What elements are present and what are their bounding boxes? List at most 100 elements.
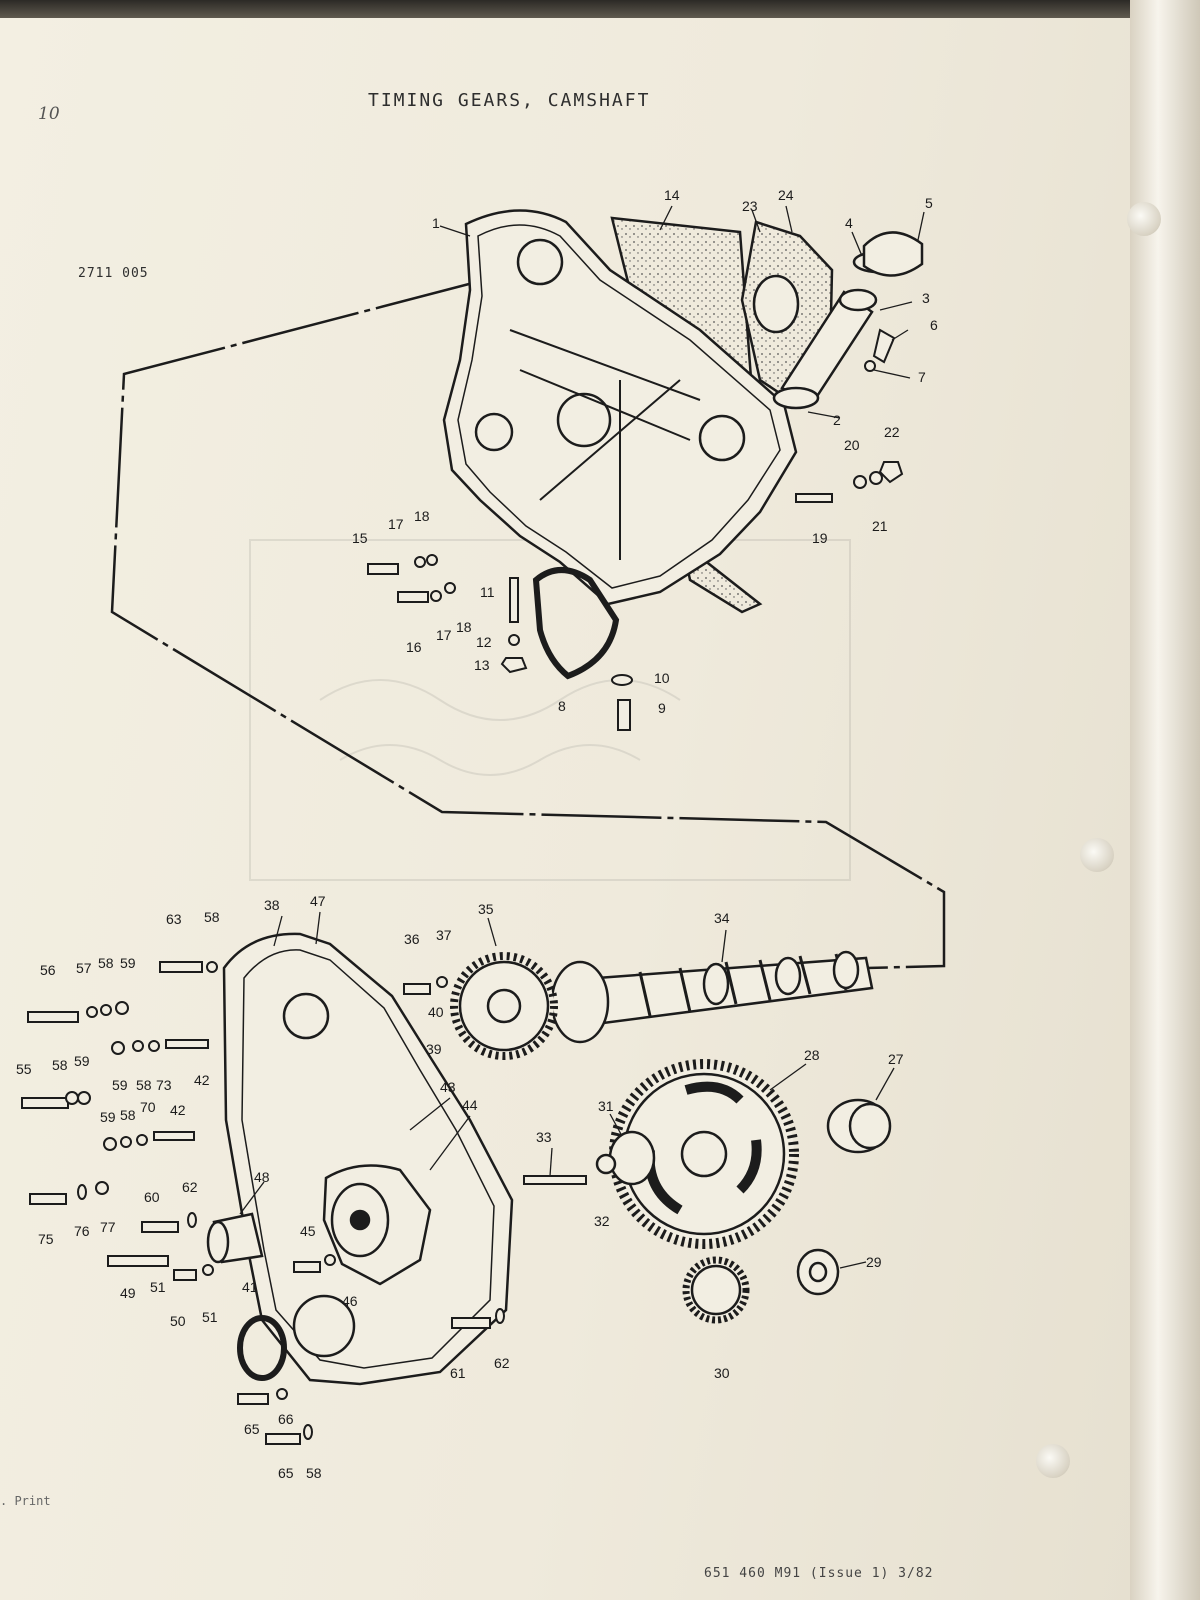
callout-labels: 1 2 3 4 5 6 7 8 9 10 11 12 13 14 15 16 1…	[16, 187, 938, 1481]
callout-37: 37	[436, 927, 452, 943]
callout-62a: 62	[182, 1179, 198, 1195]
callout-10: 10	[654, 670, 670, 686]
callout-65b: 65	[278, 1465, 294, 1481]
callout-47: 47	[310, 893, 326, 909]
callout-58f: 58	[306, 1465, 322, 1481]
callout-59a: 59	[120, 955, 136, 971]
callout-17b: 17	[436, 627, 452, 643]
callout-6: 6	[930, 317, 938, 333]
leader-lines	[239, 205, 925, 1269]
callout-7: 7	[918, 369, 926, 385]
callout-21: 21	[872, 518, 888, 534]
callout-61: 61	[450, 1365, 466, 1381]
photo-top-edge	[0, 0, 1200, 22]
callout-18b: 18	[456, 619, 472, 635]
callout-73: 73	[156, 1077, 172, 1093]
callout-57: 57	[76, 960, 92, 976]
callout-58b: 58	[98, 955, 114, 971]
callout-33: 33	[536, 1129, 552, 1145]
callout-1: 1	[432, 215, 440, 231]
hub-31	[595, 1130, 656, 1186]
oil-seal-8	[532, 567, 620, 680]
callout-58c: 58	[52, 1057, 68, 1073]
callout-75: 75	[38, 1231, 54, 1247]
callout-38: 38	[264, 897, 280, 913]
callout-46: 46	[342, 1293, 358, 1309]
oil-seal-41	[237, 1315, 287, 1381]
callout-58e: 58	[120, 1107, 136, 1123]
callout-44: 44	[462, 1097, 478, 1113]
binder-edge	[1130, 0, 1200, 1600]
bottom-hardware	[21, 961, 587, 1445]
callout-35: 35	[478, 901, 494, 917]
callout-15: 15	[352, 530, 368, 546]
callout-28: 28	[804, 1047, 820, 1063]
callout-22: 22	[884, 424, 900, 440]
callout-19: 19	[812, 530, 828, 546]
callout-34: 34	[714, 910, 730, 926]
assembly-connector-line	[110, 276, 946, 970]
callout-62b: 62	[494, 1355, 510, 1371]
callout-14: 14	[664, 187, 680, 203]
binder-hole-bottom	[1036, 1444, 1070, 1478]
callout-20: 20	[844, 437, 860, 453]
callout-76: 76	[74, 1223, 90, 1239]
callout-13: 13	[474, 657, 490, 673]
callout-5: 5	[925, 195, 933, 211]
callout-42a: 42	[194, 1072, 210, 1088]
binder-hole-top	[1127, 202, 1161, 236]
callout-55: 55	[16, 1061, 32, 1077]
callout-24: 24	[778, 187, 794, 203]
thrust-washer-29	[796, 1248, 840, 1296]
callout-63: 63	[166, 911, 182, 927]
callout-36: 36	[404, 931, 420, 947]
breather-tube	[772, 231, 924, 410]
bush-27	[826, 1098, 892, 1154]
callout-49: 49	[120, 1285, 136, 1301]
top-hardware	[367, 328, 904, 731]
callout-42b: 42	[170, 1102, 186, 1118]
callout-27: 27	[888, 1051, 904, 1067]
page-title: TIMING GEARS, CAMSHAFT	[368, 90, 651, 111]
callout-43: 43	[440, 1079, 456, 1095]
dowel-48	[206, 1212, 264, 1264]
callout-65a: 65	[244, 1421, 260, 1437]
callout-32: 32	[594, 1213, 610, 1229]
callout-59c: 59	[112, 1077, 128, 1093]
callout-58a: 58	[204, 909, 220, 925]
callout-12: 12	[476, 634, 492, 650]
footer-part-number: 651 460 M91 (Issue 1) 3/82	[704, 1566, 934, 1581]
callout-59d: 59	[100, 1109, 116, 1125]
binder-hole-middle	[1080, 838, 1114, 872]
bleed-through-ghost	[249, 539, 851, 881]
callout-31: 31	[598, 1098, 614, 1114]
callout-11: 11	[480, 584, 495, 600]
callout-45: 45	[300, 1223, 316, 1239]
callout-51b: 51	[202, 1309, 218, 1325]
callout-70: 70	[140, 1099, 156, 1115]
callout-59b: 59	[74, 1053, 90, 1069]
callout-41: 41	[242, 1279, 258, 1295]
crankshaft-gear-30	[682, 1256, 750, 1324]
page-number: 10	[38, 104, 60, 124]
timing-gear-housing	[442, 209, 834, 680]
callout-66: 66	[278, 1411, 294, 1427]
callout-9: 9	[658, 700, 666, 716]
callout-2: 2	[833, 412, 841, 428]
breather-cap-5	[862, 231, 924, 277]
callout-77: 77	[100, 1219, 116, 1235]
callout-4: 4	[845, 215, 853, 231]
callout-30: 30	[714, 1365, 730, 1381]
figure-reference: 2711 005	[78, 266, 149, 281]
callout-17a: 17	[388, 516, 404, 532]
callout-39: 39	[426, 1041, 442, 1057]
callout-51a: 51	[150, 1279, 166, 1295]
camshaft-34	[550, 950, 874, 1044]
footer-left-text: . Print	[0, 1494, 51, 1508]
callout-56: 56	[40, 962, 56, 978]
callout-40: 40	[428, 1004, 444, 1020]
callout-58d: 58	[136, 1077, 152, 1093]
callout-16: 16	[406, 639, 422, 655]
callout-29: 29	[866, 1254, 882, 1270]
